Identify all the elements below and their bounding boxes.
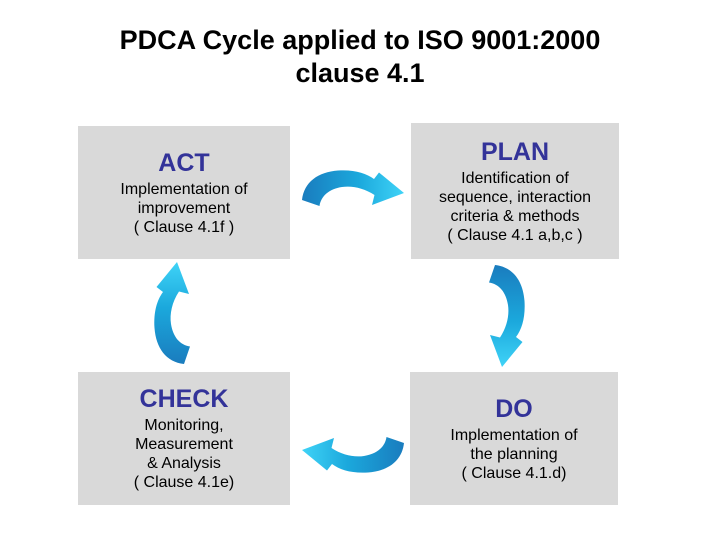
do-heading: DO <box>495 394 533 423</box>
plan-body: Identification of sequence, interaction … <box>438 169 592 244</box>
act-heading: ACT <box>158 148 210 177</box>
plan-heading: PLAN <box>480 137 550 166</box>
arrow-check-to-act-curved-arrow-icon <box>154 262 190 364</box>
do-box: DO Implementation of the planning ( Clau… <box>410 372 618 505</box>
check-body: Monitoring, Measurement & Analysis ( Cla… <box>133 417 235 491</box>
act-box: ACT Implementation of improvement ( Clau… <box>78 126 290 259</box>
act-body: Implementation of improvement ( Clause 4… <box>120 180 248 236</box>
plan-box: PLAN Identification of sequence, interac… <box>411 123 619 259</box>
do-body: Implementation of the planning ( Clause … <box>450 426 578 482</box>
arrow-do-to-check-curved-arrow-icon <box>302 437 404 473</box>
check-box: CHECK Monitoring, Measurement & Analysis… <box>78 372 290 505</box>
arrow-plan-to-do-curved-arrow-icon <box>489 265 525 367</box>
slide-title: PDCA Cycle applied to ISO 9001:2000 clau… <box>119 25 601 88</box>
arrow-act-to-plan-curved-arrow-icon <box>302 170 404 206</box>
check-heading: CHECK <box>139 385 229 413</box>
